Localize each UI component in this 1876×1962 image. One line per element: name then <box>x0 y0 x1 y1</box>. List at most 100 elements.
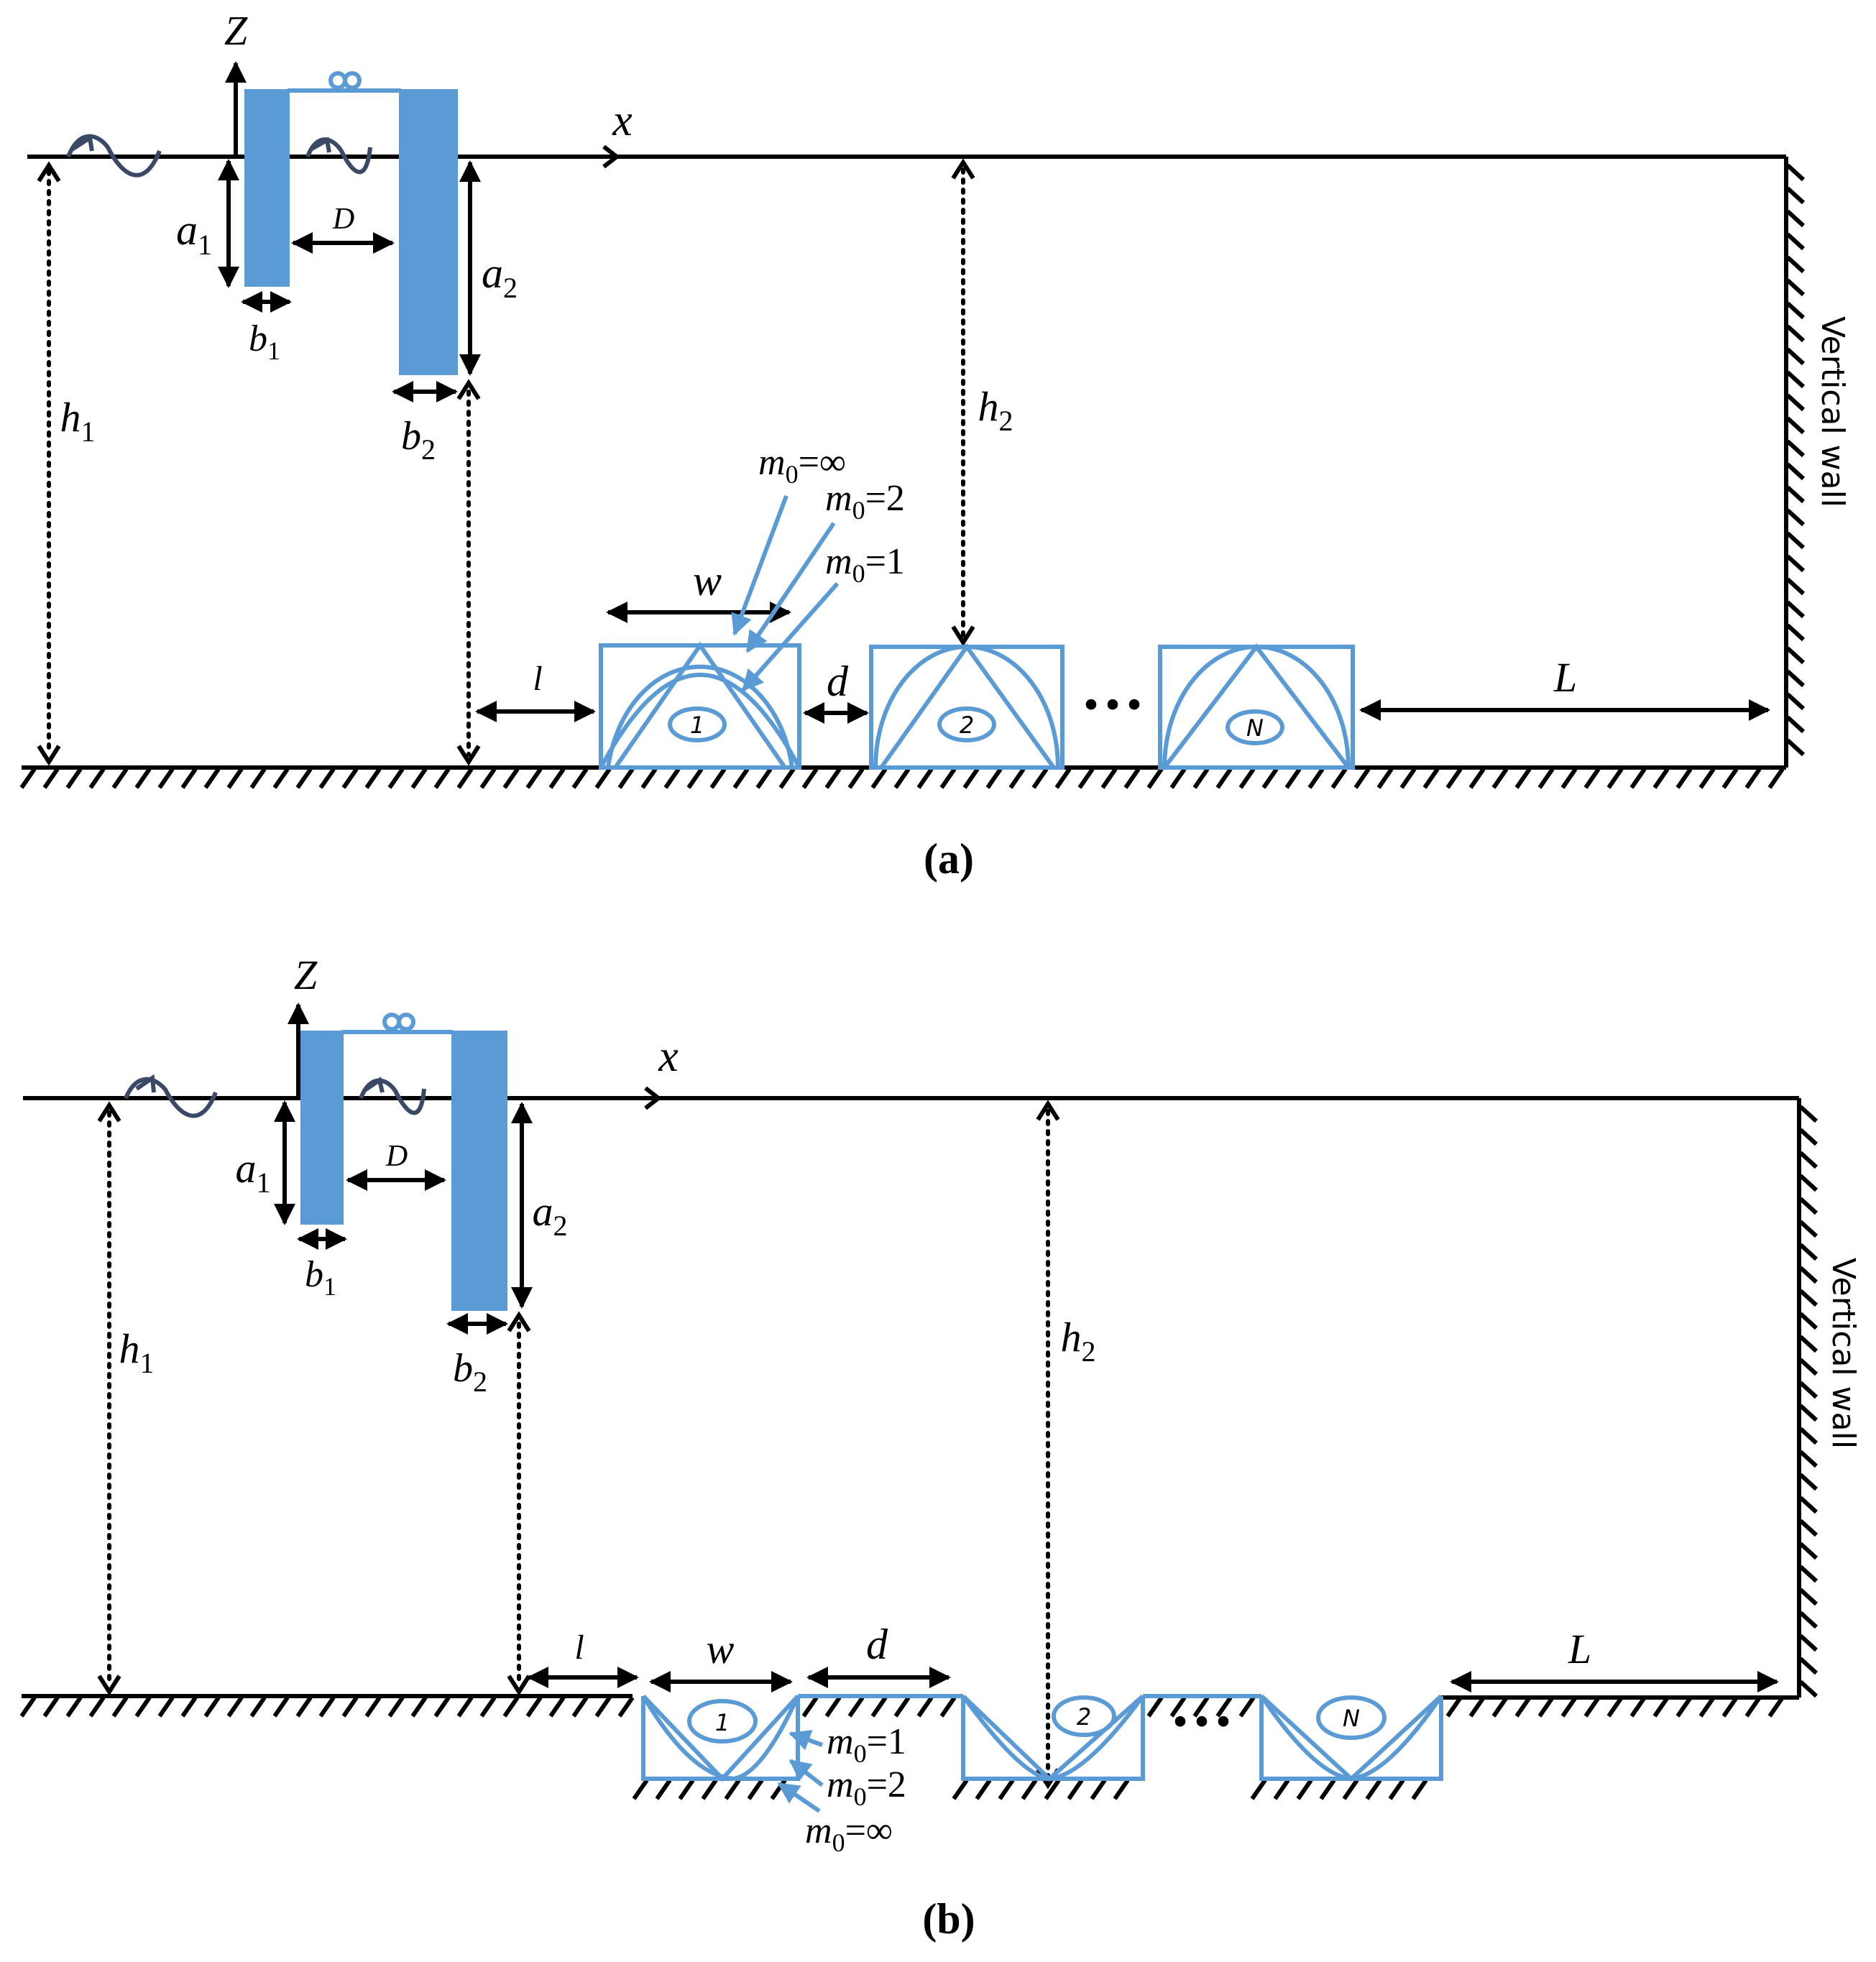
z-axis-label: Z <box>294 952 318 998</box>
hatch-mark <box>1399 768 1417 789</box>
hatch-mark <box>249 1696 267 1718</box>
wall-hatching <box>1785 163 1806 757</box>
hatch-mark <box>1767 1696 1785 1718</box>
hatch-mark <box>571 768 589 789</box>
h1-label: h1 <box>119 1325 155 1379</box>
hatch-mark <box>747 1779 764 1800</box>
hatch-mark <box>1169 768 1187 789</box>
b2-label: b2 <box>453 1346 487 1398</box>
hatch-mark <box>939 1696 957 1718</box>
hatch-mark <box>870 768 888 789</box>
hatch-mark <box>1422 768 1440 789</box>
b2-label: b2 <box>401 414 436 466</box>
hatch-mark <box>1785 669 1806 688</box>
rear-depth-arrowhead-bottom <box>507 1675 531 1696</box>
hatch-mark <box>88 768 106 789</box>
b1-label: b1 <box>305 1254 336 1301</box>
a2-label: a2 <box>533 1188 568 1242</box>
panel-b-caption: (b) <box>922 1895 975 1943</box>
hatch-mark <box>1785 209 1806 228</box>
hatch-mark <box>1785 715 1806 734</box>
m0-1-pointer <box>788 1730 824 1751</box>
hatch-mark <box>1798 1220 1818 1238</box>
hatch-mark <box>1798 1519 1818 1537</box>
hatch-mark <box>410 1696 428 1718</box>
hatch-mark <box>1785 508 1806 527</box>
seabed-hatching <box>19 768 1785 789</box>
incident-wave-icon <box>66 134 162 178</box>
hatch-mark <box>916 768 934 789</box>
h2-arrowhead-top <box>1036 1100 1060 1121</box>
hatch-mark <box>318 768 336 789</box>
hatch-mark <box>341 768 359 789</box>
D-label: D <box>385 1140 408 1173</box>
hatch-mark <box>1798 1588 1818 1606</box>
hatch-mark <box>1077 768 1095 789</box>
hatch-mark <box>1146 1696 1164 1718</box>
hatch-mark <box>1261 768 1279 789</box>
hatch-mark <box>1008 768 1026 789</box>
hatch-mark <box>525 1696 543 1718</box>
hatch-mark <box>1606 768 1624 789</box>
hatch-mark <box>1238 768 1256 789</box>
hatch-mark <box>1785 163 1806 182</box>
hatch-mark <box>1146 768 1164 789</box>
hatch-mark <box>364 1696 382 1718</box>
h2-arrowhead-bottom <box>951 625 975 647</box>
hatch-mark <box>1192 768 1210 789</box>
hatch-mark <box>939 768 957 789</box>
bar-1-label: 1 <box>715 1709 730 1736</box>
hatch-mark <box>1113 1779 1130 1800</box>
hatch-mark <box>111 1696 129 1718</box>
hatch-mark <box>387 1696 405 1718</box>
hatch-mark <box>1785 600 1806 619</box>
hatch-mark <box>801 1696 819 1718</box>
hatch-mark <box>272 768 290 789</box>
hatch-mark <box>295 768 313 789</box>
hatch-mark <box>226 768 244 789</box>
hatch-mark <box>1307 768 1325 789</box>
hatch-mark <box>157 768 175 789</box>
submerged-bar-N: N <box>1158 643 1355 770</box>
L-label: L <box>1568 1626 1591 1672</box>
hatch-mark <box>1785 439 1806 458</box>
hatch-mark <box>1798 1611 1818 1629</box>
hatch-mark <box>1785 623 1806 642</box>
h1-label: h1 <box>60 394 96 448</box>
m0-inf-pointer <box>777 1782 821 1813</box>
a1-label: a1 <box>236 1145 271 1199</box>
hatch-mark <box>479 768 497 789</box>
hatch-mark <box>1698 768 1716 789</box>
a1-label: a1 <box>176 206 212 261</box>
bar-ellipsis: ··· <box>1169 1686 1234 1757</box>
hatch-mark <box>1284 768 1302 789</box>
hatch-mark <box>1798 1657 1818 1675</box>
b1-label: b1 <box>249 318 280 365</box>
d-label: d <box>827 658 849 705</box>
hatch-mark <box>364 768 382 789</box>
hatch-mark <box>1376 768 1394 789</box>
hatch-mark <box>801 768 819 789</box>
h2-arrowhead-top <box>951 158 975 180</box>
hatch-mark <box>709 768 727 789</box>
hatch-mark <box>985 768 1003 789</box>
x-axis-tick-icon <box>644 1086 662 1110</box>
hatch-mark <box>617 768 635 789</box>
hatch-mark <box>502 1696 520 1718</box>
hatch-mark <box>548 1696 566 1718</box>
hatch-mark <box>1798 1335 1818 1353</box>
hatch-mark <box>1238 1696 1256 1718</box>
x-axis-label: x <box>612 96 633 145</box>
hatch-mark <box>1744 768 1762 789</box>
hatch-mark <box>1798 1381 1818 1399</box>
h1-arrowhead-bottom <box>97 1675 121 1696</box>
hatch-mark <box>770 1779 787 1800</box>
hatch-mark <box>1491 768 1509 789</box>
hatch-mark <box>1445 768 1463 789</box>
hatch-mark <box>1798 1542 1818 1560</box>
submerged-bar-2: 2 <box>869 643 1065 770</box>
chamber-wave-arrow-icon <box>309 137 331 153</box>
hatch-mark <box>1353 768 1371 789</box>
hatch-mark <box>1798 1565 1818 1583</box>
chamber-wave-arrow-icon <box>362 1077 385 1093</box>
